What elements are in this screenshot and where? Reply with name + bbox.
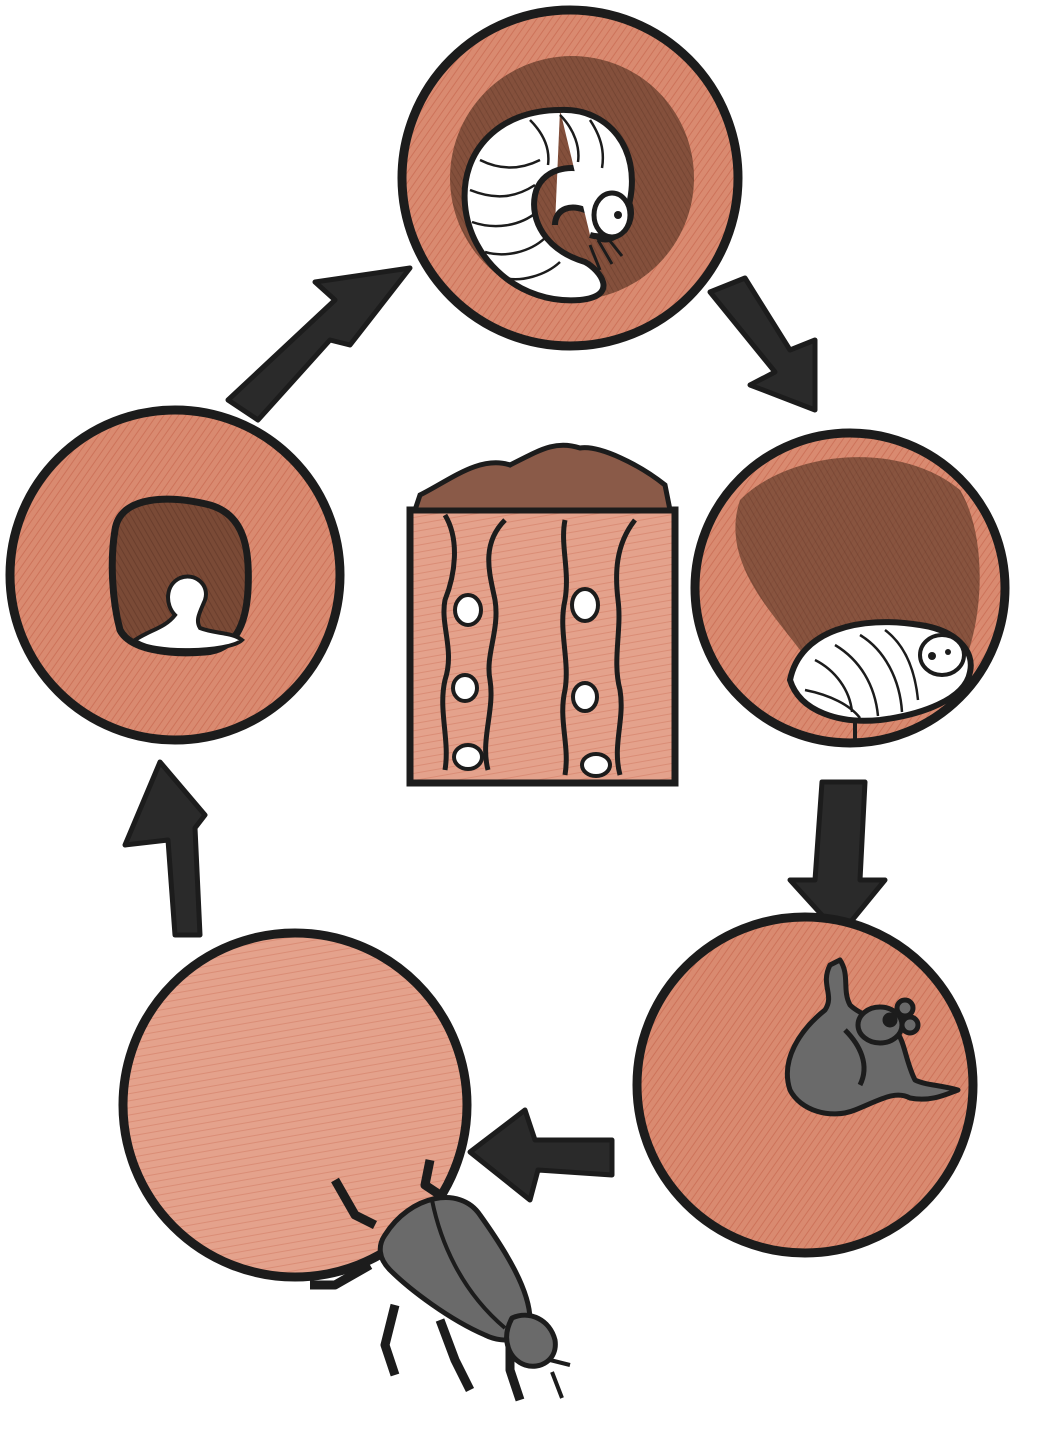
arrow-adult-to-egg xyxy=(125,762,205,935)
soil-cross-section-icon xyxy=(410,445,675,783)
arrow-prepupa-to-pupa xyxy=(790,782,885,935)
egg-icon xyxy=(112,499,248,653)
larva-ball xyxy=(402,10,738,346)
prepupa-ball xyxy=(695,433,1005,745)
arrow-egg-to-larva xyxy=(228,268,410,420)
arrow-pupa-to-adult xyxy=(470,1110,612,1200)
arrow-larva-to-prepupa xyxy=(710,278,815,410)
pupa-ball xyxy=(637,917,973,1253)
egg-ball xyxy=(10,410,340,740)
